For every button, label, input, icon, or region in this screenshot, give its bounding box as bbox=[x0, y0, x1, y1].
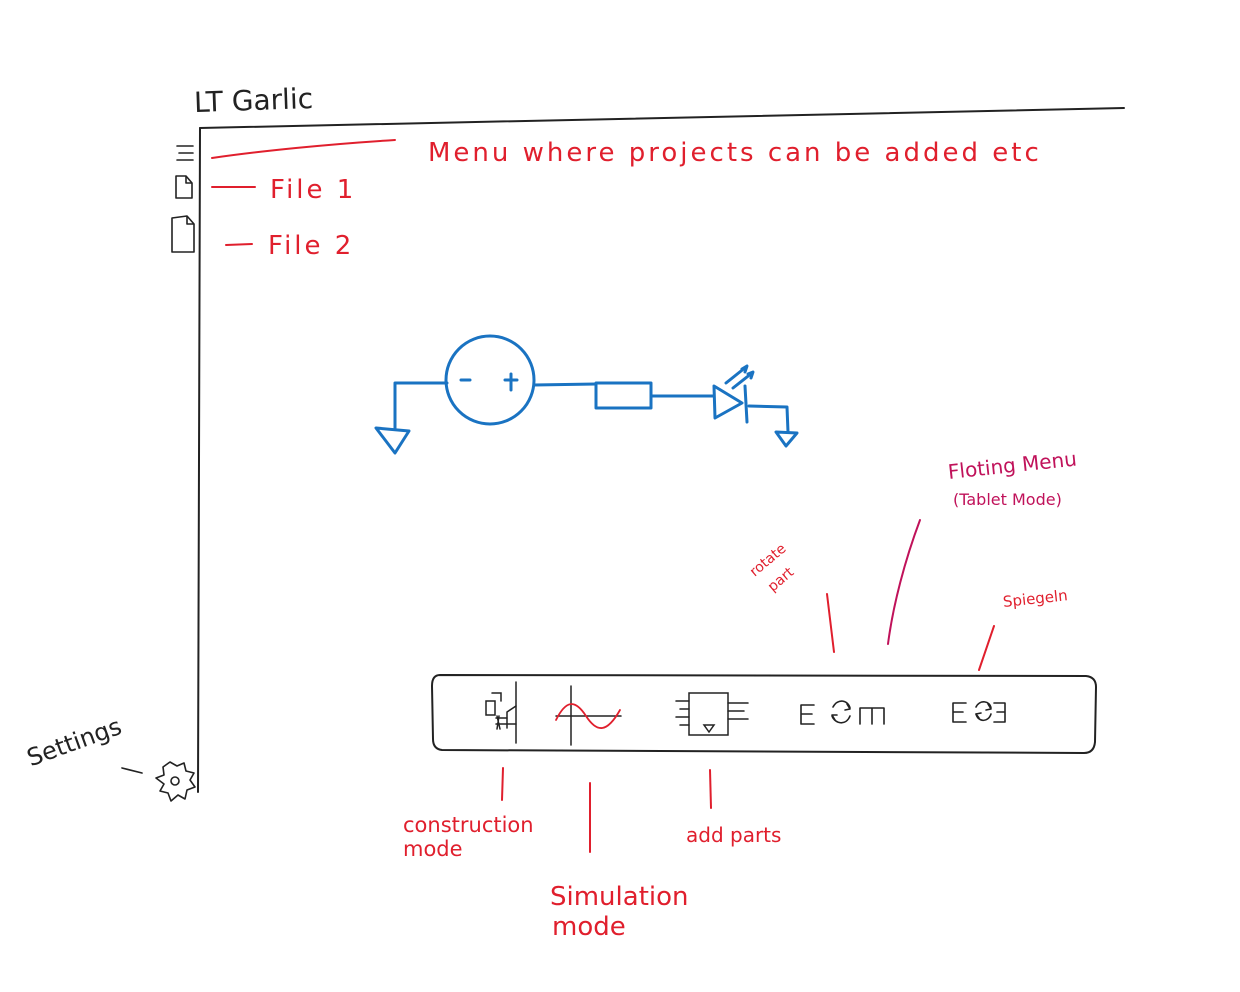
chip-icon[interactable] bbox=[675, 692, 749, 736]
mirror-pointer bbox=[978, 625, 995, 671]
construction-pointer bbox=[501, 767, 504, 801]
add-parts-label: add parts bbox=[686, 823, 782, 847]
menu-annotation-line bbox=[211, 139, 396, 159]
simulation-mode-label-line1: Simulation bbox=[550, 882, 689, 912]
mirror-part-icon[interactable] bbox=[952, 701, 1006, 723]
add-parts-pointer bbox=[709, 769, 712, 809]
floating-menu-pointer bbox=[887, 519, 921, 645]
circuit-diagram bbox=[374, 334, 799, 455]
construction-mode-label: construction mode bbox=[403, 813, 534, 861]
floating-toolbar-frame bbox=[430, 673, 1098, 755]
hamburger-menu-icon[interactable] bbox=[176, 145, 194, 161]
file-2-annotation-dash bbox=[225, 243, 253, 246]
file-icon[interactable] bbox=[175, 175, 193, 199]
voltage-source-symbol bbox=[444, 334, 536, 426]
file-item-label[interactable]: File 1 bbox=[270, 175, 357, 205]
rotate-part-icon[interactable] bbox=[800, 700, 885, 725]
resistor-symbol bbox=[594, 381, 653, 410]
app-title: LT Garlic bbox=[193, 81, 314, 120]
ground-symbol-right bbox=[774, 430, 799, 448]
transistor-icon[interactable] bbox=[485, 681, 517, 744]
sine-wave-icon[interactable] bbox=[555, 685, 622, 746]
file-item-label[interactable]: File 2 bbox=[268, 231, 355, 261]
file-icon[interactable] bbox=[171, 215, 195, 253]
settings-dash bbox=[121, 767, 143, 774]
simulation-mode-label-line2: mode bbox=[552, 912, 626, 942]
floating-menu-label-line2: (Tablet Mode) bbox=[953, 490, 1062, 509]
led-symbol bbox=[712, 384, 744, 420]
window-frame bbox=[197, 107, 1125, 793]
ground-symbol-left bbox=[374, 426, 411, 455]
gear-icon[interactable] bbox=[155, 761, 196, 802]
rotate-pointer bbox=[826, 593, 835, 653]
menu-annotation: Menu where projects can be added etc bbox=[428, 138, 1042, 168]
